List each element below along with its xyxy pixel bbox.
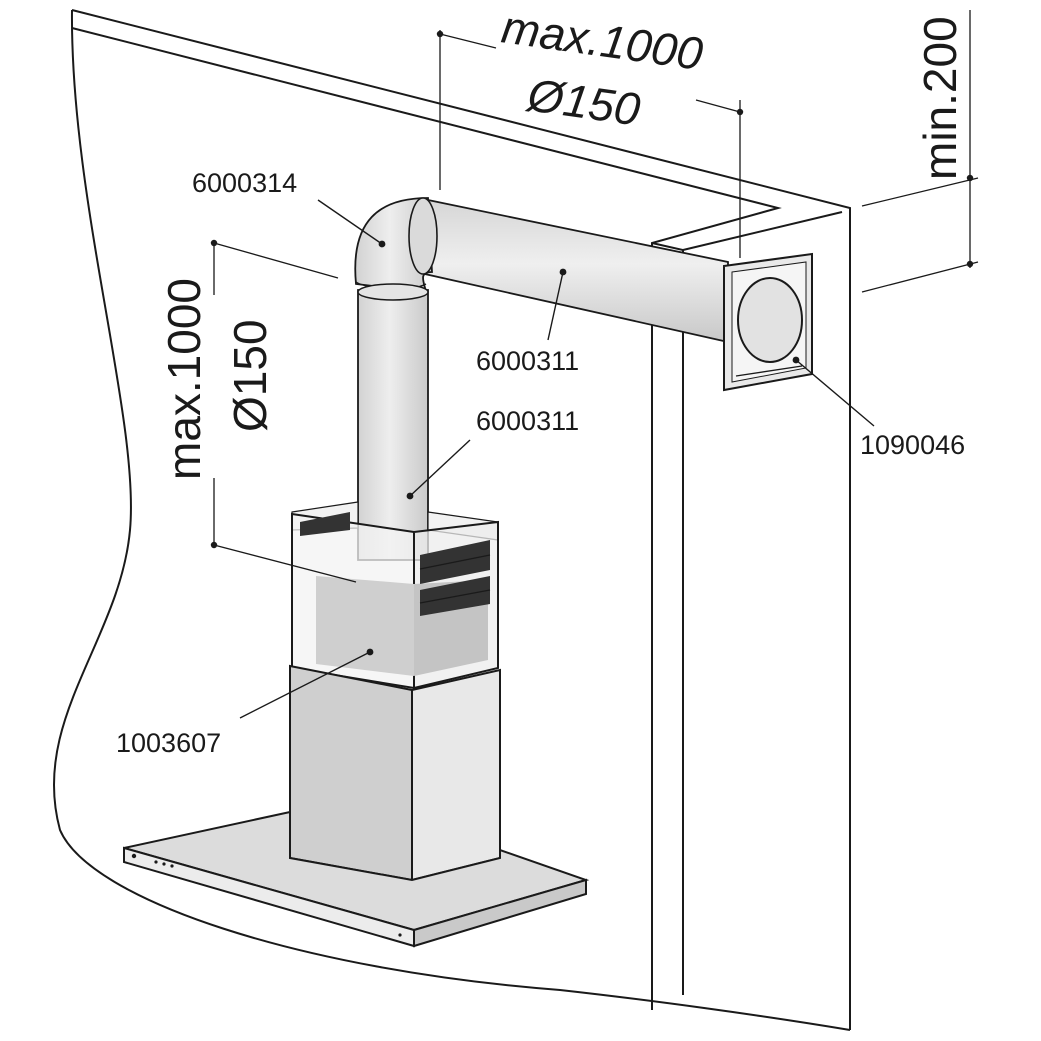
chimney-lower (289, 664, 501, 882)
wall-min-label: min.200 (914, 16, 966, 180)
leader-lines (239, 199, 875, 719)
wall-grille (723, 252, 813, 392)
horizontal-diameter-label: Ø150 (523, 68, 644, 135)
part-label-vertical-pipe: 6000311 (476, 406, 579, 436)
dimension-wall-min (861, 10, 979, 293)
elbow-90 (354, 197, 438, 294)
part-label-horizontal-pipe: 6000311 (476, 346, 579, 376)
chimney-upper (291, 501, 499, 690)
horizontal-max-label: max.1000 (499, 0, 707, 80)
dimension-vertical (210, 239, 357, 583)
vertical-pipe (357, 283, 429, 561)
horizontal-pipe (414, 198, 729, 344)
room-walls (52, 9, 851, 1031)
vertical-diameter-label: Ø150 (224, 319, 276, 432)
hood-canopy (123, 810, 590, 948)
vertical-max-label: max.1000 (158, 278, 210, 480)
dimension-horizontal (436, 30, 744, 258)
part-label-elbow: 6000314 (192, 168, 297, 198)
vent-slots (419, 540, 491, 616)
part-label-chimney: 1003607 (116, 728, 221, 758)
part-label-wall-grille: 1090046 (860, 430, 965, 460)
